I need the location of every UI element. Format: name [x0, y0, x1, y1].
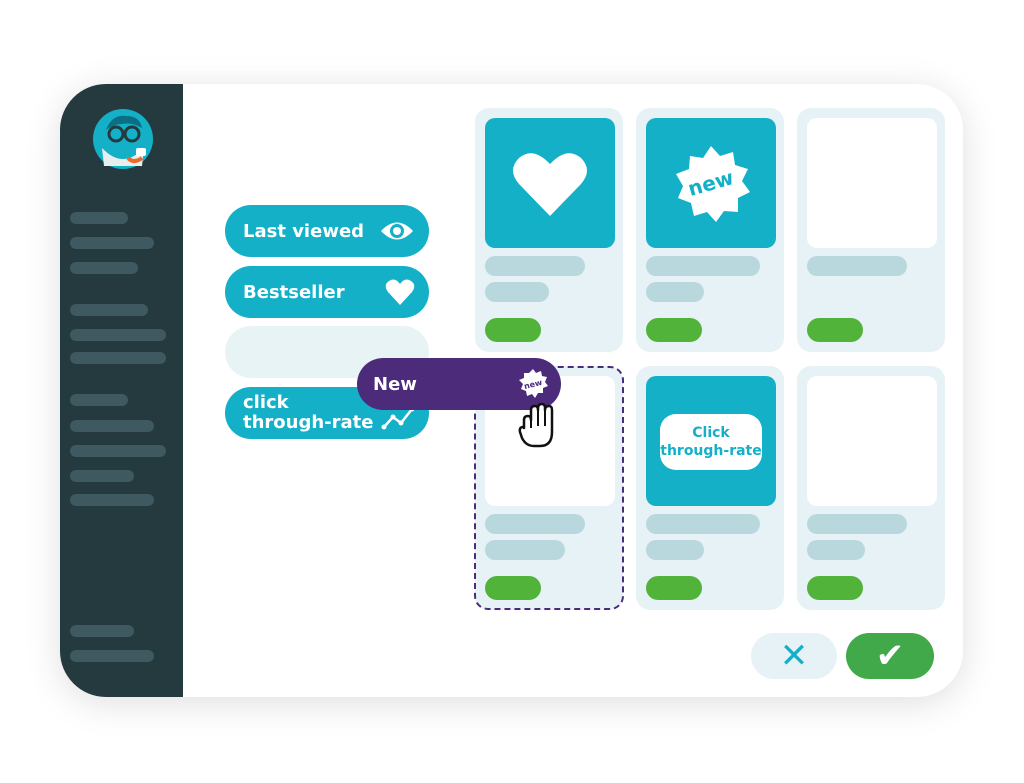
text-placeholder	[485, 540, 565, 560]
text-placeholder	[646, 256, 760, 276]
sidebar	[60, 84, 183, 697]
drag-label: New	[373, 373, 417, 395]
ctr-label-line2: through-rate	[660, 443, 762, 459]
nav-item[interactable]	[70, 445, 166, 457]
product-card[interactable]: Click through-rate	[636, 366, 784, 610]
filter-label-line2: through-rate	[243, 412, 374, 433]
text-placeholder	[807, 540, 865, 560]
product-thumbnail: new	[646, 118, 776, 248]
nav-item[interactable]	[70, 304, 148, 316]
add-button[interactable]	[807, 318, 863, 342]
add-button[interactable]	[646, 576, 702, 600]
product-card[interactable]	[797, 366, 945, 610]
nav-item[interactable]	[70, 625, 134, 637]
heart-icon	[513, 153, 587, 216]
product-card[interactable]: new	[636, 108, 784, 352]
avatar[interactable]	[92, 108, 154, 170]
text-placeholder	[485, 282, 549, 302]
nav-item[interactable]	[70, 212, 128, 224]
nav-item[interactable]	[70, 394, 128, 406]
app-window: Last viewed Bestseller click through-rat…	[60, 84, 963, 697]
nav-item[interactable]	[70, 329, 166, 341]
nav-item[interactable]	[70, 470, 134, 482]
product-thumbnail	[807, 376, 937, 506]
cancel-button[interactable]: ✕	[751, 633, 837, 679]
text-placeholder	[485, 256, 585, 276]
filter-last-viewed[interactable]: Last viewed	[225, 205, 429, 257]
close-icon: ✕	[779, 636, 809, 676]
add-button[interactable]	[485, 318, 541, 342]
nav-item[interactable]	[70, 237, 154, 249]
ctr-label: Click through-rate	[660, 414, 762, 470]
filter-bestseller[interactable]: Bestseller	[225, 266, 429, 318]
confirm-button[interactable]: ✔	[846, 633, 934, 679]
text-placeholder	[646, 282, 704, 302]
new-badge-icon: new	[676, 146, 750, 222]
dragged-filter-new[interactable]: New new	[357, 358, 561, 410]
text-placeholder	[807, 256, 907, 276]
new-badge-text: new	[523, 378, 544, 391]
text-placeholder	[646, 540, 704, 560]
nav-item[interactable]	[70, 262, 138, 274]
filter-label-line1: click	[243, 392, 289, 413]
nav-item[interactable]	[70, 352, 166, 364]
text-placeholder	[807, 514, 907, 534]
new-badge-icon: new	[519, 369, 548, 398]
check-icon: ✔	[875, 636, 905, 676]
eye-icon	[381, 222, 413, 240]
product-thumbnail	[485, 118, 615, 248]
nav-item[interactable]	[70, 650, 154, 662]
add-button[interactable]	[646, 318, 702, 342]
product-card[interactable]	[797, 108, 945, 352]
nav-item[interactable]	[70, 494, 154, 506]
add-button[interactable]	[807, 576, 863, 600]
add-button[interactable]	[485, 576, 541, 600]
product-thumbnail	[807, 118, 937, 248]
nav-item[interactable]	[70, 420, 154, 432]
text-placeholder	[485, 514, 585, 534]
product-card[interactable]	[475, 108, 623, 352]
ctr-label-line1: Click	[692, 425, 730, 441]
heart-icon	[385, 279, 415, 305]
filter-label: Bestseller	[243, 281, 345, 303]
product-thumbnail: Click through-rate	[646, 376, 776, 506]
grab-hand-icon	[518, 402, 554, 448]
filter-label: Last viewed	[243, 220, 365, 242]
text-placeholder	[646, 514, 760, 534]
